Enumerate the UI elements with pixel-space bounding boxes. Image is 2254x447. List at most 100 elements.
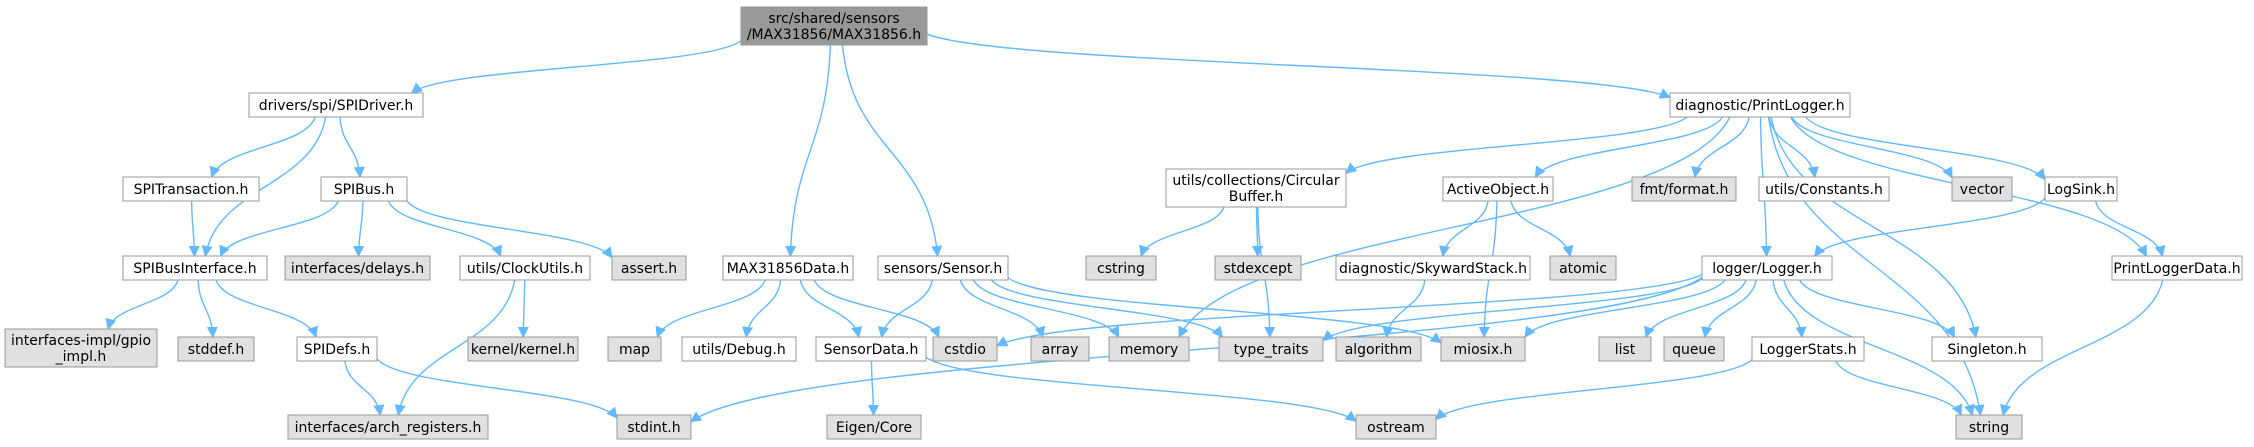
node-box-activeobject [1442, 176, 1554, 202]
edge-sensor-to-memory [972, 279, 1120, 338]
edge-printlogger-to-activeobject [1534, 116, 1724, 178]
node-box-stdexcept [1214, 255, 1302, 281]
node-sensordata[interactable]: SensorData.h [815, 336, 927, 362]
edge-printlogger-to-logsink [1805, 116, 2046, 181]
node-label-stddef: stddef.h [188, 342, 244, 358]
node-label-assert: assert.h [621, 261, 677, 277]
node-box-typetraits [1218, 336, 1324, 362]
node-box-algorithm [1335, 336, 1422, 362]
node-ostream: ostream [1355, 414, 1437, 440]
node-clockutils[interactable]: utils/ClockUtils.h [459, 255, 591, 281]
node-spibus[interactable]: SPIBus.h [320, 176, 408, 202]
node-label-fmtformat: fmt/format.h [1640, 182, 1729, 198]
node-label-cstring: cstring [1097, 261, 1145, 277]
edge-spibusinterface-to-gpioimpl [105, 279, 179, 331]
edge-printloggerdata-to-string [2000, 279, 2164, 417]
node-label-loggerstats: LoggerStats.h [1759, 342, 1856, 358]
edge-activeobject-to-atomic [1510, 200, 1574, 258]
node-label-map: map [619, 342, 650, 358]
node-typetraits: type_traits [1218, 336, 1324, 362]
edge-spidriver-to-spibusinterface [201, 116, 327, 258]
node-archregs: interfaces/arch_registers.h [287, 414, 489, 440]
node-label-stdint: stdint.h [627, 420, 680, 436]
node-queue: queue [1663, 336, 1725, 362]
edge-logsink-to-logger [1813, 197, 2046, 257]
node-box-spidefs [296, 336, 378, 362]
edge-logger-to-singleton [1798, 279, 1956, 338]
edge-printlogger-to-string [1767, 116, 1985, 417]
node-spitransaction[interactable]: SPITransaction.h [122, 176, 260, 202]
node-label-constants: utils/Constants.h [1765, 182, 1883, 198]
node-logger[interactable]: logger/Logger.h [1701, 255, 1833, 281]
node-max31856data[interactable]: MAX31856Data.h [722, 255, 854, 281]
node-logsink[interactable]: LogSink.h [2044, 176, 2118, 202]
edge-spibus-to-assert [406, 200, 613, 259]
node-debug[interactable]: utils/Debug.h [681, 336, 797, 362]
node-box-sensordata [815, 336, 927, 362]
node-box-vector [1951, 176, 2013, 202]
edge-sensordata-to-ostream [925, 356, 1357, 422]
node-label-circbuf-line1: utils/collections/Circular [1172, 173, 1339, 189]
edge-spidefs-to-stdint [376, 358, 618, 419]
node-label-queue: queue [1672, 342, 1716, 358]
node-skywardstack[interactable]: diagnostic/SkywardStack.h [1335, 255, 1531, 281]
node-label-gpioimpl-line2: _impl.h [55, 349, 107, 365]
node-box-logger [1701, 255, 1833, 281]
node-box-circbuf [1165, 168, 1347, 208]
node-delays: interfaces/delays.h [284, 255, 431, 281]
node-sensor[interactable]: sensors/Sensor.h [877, 255, 1009, 281]
node-box-cstdio [932, 336, 998, 362]
edge-logger-to-miosix [1524, 279, 1726, 338]
node-box-kernel [467, 336, 579, 362]
node-stdexcept: stdexcept [1214, 255, 1302, 281]
node-root[interactable]: src/shared/sensors/MAX31856/MAX31856.h [740, 6, 928, 46]
node-spibusinterface[interactable]: SPIBusInterface.h [122, 255, 268, 281]
edge-sensor-to-sensordata [877, 279, 934, 339]
node-stddef: stddef.h [177, 336, 255, 362]
node-printloggerdata[interactable]: PrintLoggerData.h [2111, 255, 2243, 281]
node-loggerstats[interactable]: LoggerStats.h [1751, 336, 1865, 362]
node-box-spibus [320, 176, 408, 202]
node-label-list: list [1615, 342, 1636, 358]
edge-root-to-spidriver [410, 40, 742, 94]
node-label-memory: memory [1120, 342, 1179, 358]
edge-max31856data-to-cstdio [813, 279, 940, 339]
node-label-printloggerdata: PrintLoggerData.h [2113, 261, 2240, 277]
edge-logsink-to-printloggerdata [2094, 200, 2166, 258]
node-activeobject[interactable]: ActiveObject.h [1442, 176, 1554, 202]
node-box-stdint [616, 414, 692, 440]
node-label-delays: interfaces/delays.h [291, 261, 424, 277]
node-label-logsink: LogSink.h [2047, 182, 2115, 198]
node-constants[interactable]: utils/Constants.h [1758, 176, 1890, 202]
node-label-spibus: SPIBus.h [334, 182, 395, 198]
node-box-memory [1108, 336, 1190, 362]
node-box-printlogger [1669, 92, 1851, 118]
edge-logger-to-cstdio [995, 273, 1703, 347]
edge-root-to-printlogger [926, 33, 1672, 99]
node-label-singleton: Singleton.h [1947, 342, 2026, 358]
node-box-assert [611, 255, 687, 281]
edge-printlogger-to-fmtformat [1691, 116, 1750, 179]
edge-logger-to-queue [1701, 279, 1757, 339]
edge-root-to-sensor [841, 44, 943, 258]
node-box-cstring [1085, 255, 1157, 281]
node-label-miosix: miosix.h [1454, 342, 1513, 358]
node-spidriver[interactable]: drivers/spi/SPIDriver.h [248, 92, 424, 118]
node-spidefs[interactable]: SPIDefs.h [296, 336, 378, 362]
node-box-array [1030, 336, 1090, 362]
nodes-layer: src/shared/sensors/MAX31856/MAX31856.h dr… [4, 6, 2243, 440]
edge-spidriver-to-spitransaction [209, 116, 316, 179]
node-box-root [740, 6, 928, 46]
node-box-skywardstack [1335, 255, 1531, 281]
node-printlogger[interactable]: diagnostic/PrintLogger.h [1669, 92, 1851, 118]
edge-spibusinterface-to-stddef [197, 279, 218, 339]
node-label-debug: utils/Debug.h [692, 342, 786, 358]
edge-skywardstack-to-algorithm [1382, 279, 1426, 339]
node-label-spidriver: drivers/spi/SPIDriver.h [259, 98, 414, 114]
node-label-ostream: ostream [1367, 420, 1425, 436]
node-label-root-line1: src/shared/sensors [768, 11, 899, 27]
node-singleton[interactable]: Singleton.h [1931, 336, 2043, 362]
edges-layer [105, 33, 2166, 423]
